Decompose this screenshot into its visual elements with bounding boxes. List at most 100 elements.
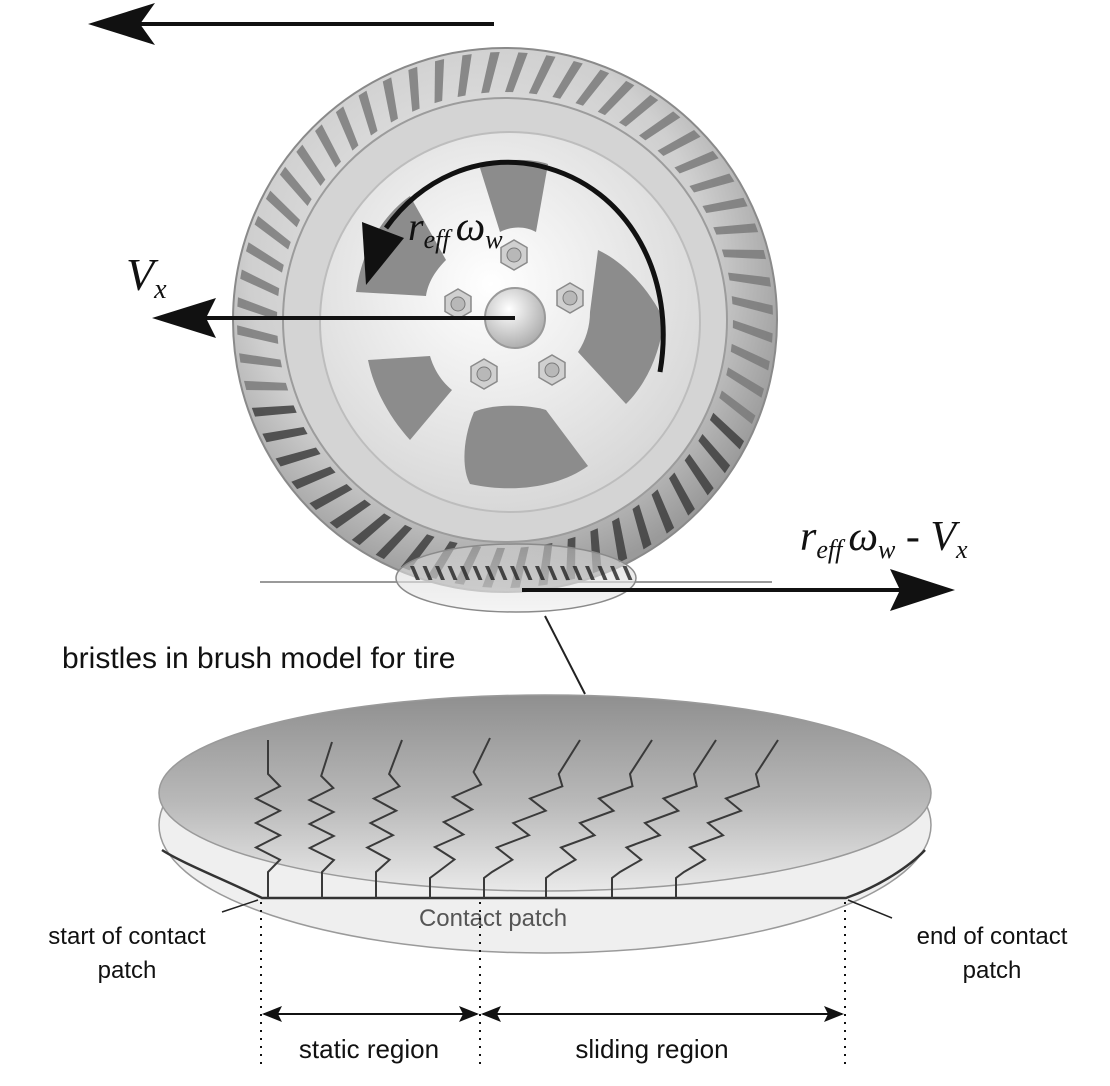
tread-block (668, 472, 695, 516)
patch-tread-block (472, 566, 483, 580)
tread-block (382, 77, 398, 123)
tread-block (651, 489, 675, 534)
vx-label: Vx (126, 249, 167, 305)
patch-tread-block (597, 566, 608, 580)
sliding-region-arrow (481, 1006, 844, 1022)
tread-block (291, 466, 336, 490)
tread-block (552, 60, 583, 99)
tread-block (684, 454, 714, 496)
nut-center (506, 247, 522, 263)
tread-block (457, 54, 472, 97)
tread-block (731, 296, 773, 315)
tread-block (279, 166, 312, 206)
static-region-arrow (262, 1006, 479, 1022)
patch-tread-block (622, 566, 633, 580)
slip-velocity-arrow (522, 569, 955, 611)
static-region-label: static region (299, 1034, 439, 1064)
tread-block (674, 150, 719, 174)
tread-block (612, 517, 628, 563)
tread-block (434, 59, 445, 104)
tread-block (262, 427, 308, 443)
top-velocity-arrow (88, 3, 494, 45)
patch-tread-block (410, 566, 420, 580)
tread-block (709, 412, 745, 450)
tread-block (335, 106, 359, 151)
tread-block (728, 272, 771, 287)
patch-tread-block (610, 566, 620, 580)
tread-block (698, 434, 731, 474)
patch-tread-block (485, 566, 495, 580)
tread-block (237, 325, 279, 344)
nut-center (476, 366, 492, 382)
tread-block (351, 513, 391, 546)
tread-block (726, 367, 765, 398)
tread-block (719, 390, 756, 425)
tread-block (730, 343, 770, 371)
tread-block (329, 499, 371, 529)
patch-tread-block (585, 566, 595, 580)
patch-tread-block (522, 566, 533, 580)
bristle-spring (307, 741, 336, 898)
tread-block (505, 52, 528, 93)
tread-block (632, 504, 652, 550)
tread-block (240, 269, 280, 297)
patch-tread-block (422, 566, 433, 580)
patch-tread-block (560, 566, 570, 580)
patch-tread-block (535, 566, 545, 580)
bristle-spring (429, 737, 491, 898)
tread-block (309, 483, 353, 510)
nut-center (544, 362, 560, 378)
bristle-spring (675, 739, 779, 898)
zoom-connector-line (544, 615, 586, 695)
start-of-contact-label-line1: start of contact (48, 923, 206, 950)
tread-block (732, 320, 773, 343)
start-leader-line (221, 899, 259, 913)
patch-tread-block (447, 566, 458, 580)
tread-block (400, 534, 435, 571)
vx-arrow (152, 298, 515, 338)
bristle-spring (365, 739, 403, 898)
region-guide-lines (260, 902, 846, 1064)
tread-block (239, 353, 282, 368)
rotation-arrow-head (362, 222, 404, 285)
tread-block (597, 80, 635, 116)
tread-block (251, 405, 297, 417)
tread-block (657, 130, 701, 157)
tread-block (245, 242, 284, 273)
contact-patch-label: Contact patch (419, 905, 567, 932)
tread-block (358, 90, 378, 136)
tread-block (639, 111, 681, 141)
end-of-contact-label-line2: patch (963, 957, 1022, 984)
tread-block (528, 55, 556, 95)
tread-block (315, 124, 342, 168)
bristle-spring (545, 739, 653, 898)
rotation-arc-arrow (383, 160, 666, 373)
nut-center (562, 290, 578, 306)
patch-tread-block (547, 566, 558, 580)
tread-block (244, 380, 289, 391)
tread-block (275, 447, 321, 467)
diagram-caption: bristles in brush model for tire (62, 642, 456, 675)
tread-block (375, 524, 413, 560)
tread-block (296, 144, 326, 186)
contact-patch-tread-icon (410, 566, 633, 580)
patch-tread-block (497, 566, 508, 580)
tread-block (713, 223, 759, 235)
tread-block (721, 249, 766, 260)
tread-block (408, 66, 420, 112)
sliding-region-label: sliding region (575, 1034, 728, 1064)
tread-block (481, 52, 500, 94)
rim-spoke-openings (356, 159, 664, 489)
tread-block (254, 215, 291, 250)
bristle-springs (253, 737, 779, 898)
tread-block (702, 197, 748, 213)
tread-block (619, 94, 659, 127)
hex-nut-icon (444, 239, 584, 390)
bristle-spring (483, 739, 581, 898)
start-of-contact-label-line2: patch (98, 957, 157, 984)
bristle-spring (253, 740, 283, 898)
